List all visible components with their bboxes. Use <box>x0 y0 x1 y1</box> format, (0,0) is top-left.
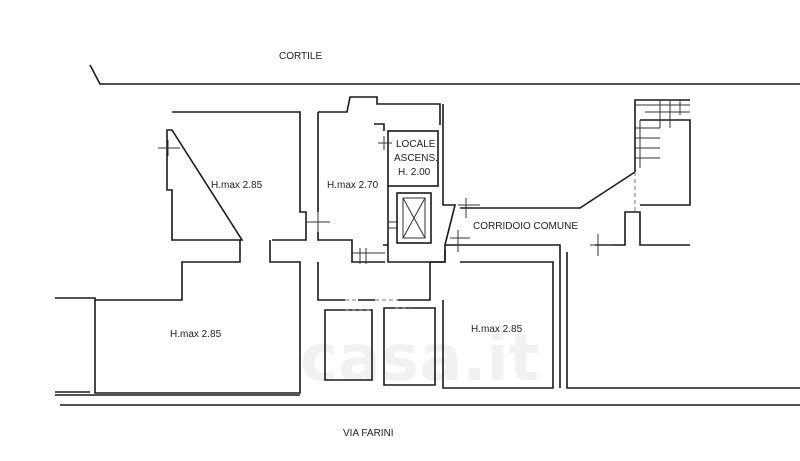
label-room-middle: H.max 2.70 <box>327 180 379 191</box>
locale-ascensore <box>387 130 439 187</box>
room-upper-left-walls <box>166 111 307 241</box>
watermark: casa.it <box>300 322 539 396</box>
label-locale-3: H. 2.00 <box>398 167 431 178</box>
storage-right <box>383 307 436 386</box>
door-mark <box>378 136 398 229</box>
label-locale-2: ASCENS. <box>394 153 438 164</box>
label-room-lower-left: H.max 2.85 <box>170 329 222 340</box>
courtyard-wall <box>89 64 800 85</box>
window-mark <box>158 140 180 156</box>
label-room-lower-right: H.max 2.85 <box>471 324 523 335</box>
label-corridoio: CORRIDOIO COMUNE <box>473 221 578 232</box>
street-wall <box>55 394 800 406</box>
stairs-icon <box>635 100 690 168</box>
room-middle-walls <box>317 96 445 301</box>
label-via: VIA FARINI <box>343 428 394 439</box>
storage-left <box>324 309 373 381</box>
label-cortile: CORTILE <box>279 51 322 62</box>
door-mark <box>450 198 612 256</box>
lift-icon <box>402 197 426 239</box>
room-lower-right-walls <box>442 261 554 389</box>
label-locale-1: LOCALE <box>396 139 436 150</box>
label-room-upper-left: H.max 2.85 <box>211 180 263 191</box>
room-lower-left-walls <box>55 240 301 394</box>
lift-shaft <box>396 192 432 244</box>
wall-right <box>566 252 800 389</box>
door-mark <box>306 212 385 264</box>
